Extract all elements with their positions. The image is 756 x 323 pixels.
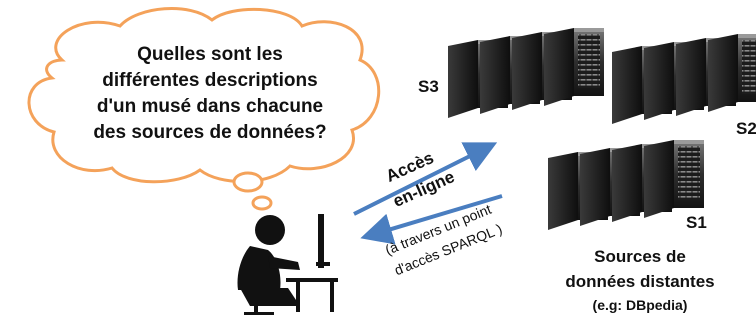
sources-label-2: données distantes bbox=[565, 272, 714, 291]
person-at-computer-icon bbox=[237, 214, 338, 315]
server-cluster-s1 bbox=[548, 140, 704, 230]
response-arrow bbox=[360, 194, 503, 245]
thought-cloud bbox=[27, 7, 381, 211]
access-arrows bbox=[353, 142, 503, 245]
question-line-3: d'un musé dans chacune bbox=[97, 96, 323, 117]
server-cluster-s2 bbox=[612, 34, 756, 124]
server-label-s2: S2 bbox=[736, 119, 756, 138]
sources-label-1: Sources de bbox=[594, 247, 686, 266]
question-line-2: différentes descriptions bbox=[102, 70, 317, 91]
server-label-s1: S1 bbox=[686, 213, 707, 232]
sources-label-3: (e.g: DBpedia) bbox=[593, 297, 688, 313]
question-line-1: Quelles sont les bbox=[137, 44, 283, 65]
question-line-4: des sources de données? bbox=[93, 122, 326, 143]
request-arrow bbox=[353, 142, 498, 216]
server-cluster-s3 bbox=[448, 28, 604, 118]
server-label-s3: S3 bbox=[418, 77, 439, 96]
